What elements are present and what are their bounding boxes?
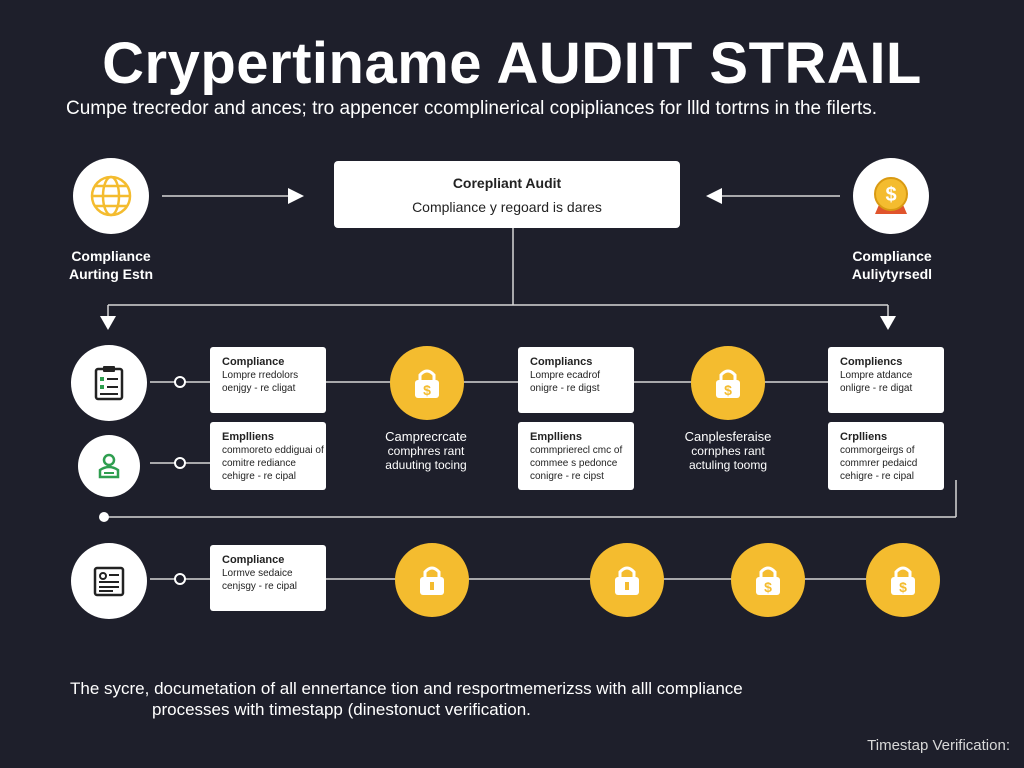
svg-text:$: $ bbox=[423, 382, 431, 398]
top-left-label-line2: Aurting Estn bbox=[69, 266, 153, 282]
dollar-lock-icon: $ bbox=[756, 566, 780, 595]
process-label-title: Canplesferaise bbox=[684, 429, 772, 444]
card-line: oenjgy - re cligat bbox=[222, 383, 296, 394]
card-line: Lompre atdance bbox=[840, 370, 913, 381]
process-label-title: Camprecrcate bbox=[385, 429, 467, 444]
card-title: Compliance bbox=[222, 554, 285, 566]
footer-line1: The sycre, documetation of all ennertanc… bbox=[70, 679, 743, 698]
top-left-label: Compliance Aurting Estn bbox=[55, 247, 167, 283]
lock-icon-badge bbox=[395, 543, 469, 617]
process-label: Camprecrcate comphres rant aduuting toci… bbox=[356, 429, 496, 473]
card-line: commorgeirgs of bbox=[840, 445, 915, 456]
card-title: Compliance bbox=[222, 356, 285, 368]
process-label-line: aduuting tocing bbox=[385, 458, 467, 472]
compliant-audit-title: Corepliant Audit bbox=[452, 175, 562, 191]
dollar-lock-icon-badge: $ bbox=[390, 346, 464, 420]
top-right-label: Compliance Auliytyrsedl bbox=[836, 247, 948, 283]
lock-icon bbox=[420, 566, 444, 595]
coin-icon-badge: $ bbox=[853, 158, 929, 234]
page-title: Crypertiname AUDIIT STRAIL bbox=[102, 31, 922, 96]
card-title: Emplliens bbox=[530, 431, 582, 443]
card-line: cehigre - re cipal bbox=[840, 471, 914, 482]
process-label-line: actuling toomg bbox=[688, 458, 768, 472]
card-line: cehigre - re cipal bbox=[222, 471, 296, 482]
globe-icon bbox=[90, 175, 132, 217]
dollar-lock-icon-badge: $ bbox=[731, 543, 805, 617]
compliance-card[interactable]: Emplliens commoreto eddiguai of comitre … bbox=[210, 422, 326, 490]
svg-text:$: $ bbox=[899, 579, 907, 595]
svg-text:$: $ bbox=[885, 184, 896, 206]
process-label-line: comphres rant bbox=[387, 444, 465, 458]
card-line: cenjsgy - re cipal bbox=[222, 581, 298, 592]
card-line: Lormve sedaice bbox=[222, 568, 293, 579]
card-line: commoreto eddiguai of bbox=[222, 445, 324, 456]
top-right-label-line1: Compliance bbox=[852, 248, 932, 264]
auditor-icon-badge bbox=[78, 435, 140, 497]
document-icon bbox=[93, 566, 125, 597]
card-line: Lompre rredolors bbox=[222, 370, 299, 381]
dollar-lock-icon: $ bbox=[891, 566, 915, 595]
svg-text:$: $ bbox=[764, 579, 772, 595]
compliance-card[interactable]: Emplliens commprierecl cmc of commee s p… bbox=[518, 422, 634, 490]
compliance-card[interactable]: Compliancs Lompre ecadrof onigre - re di… bbox=[518, 347, 634, 413]
compliance-card[interactable]: Compliance Lormve sedaice cenjsgy - re c… bbox=[210, 545, 326, 611]
card-line: commee s pedonce bbox=[530, 458, 618, 469]
process-label: Canplesferaise cornphes rant actuling to… bbox=[658, 429, 798, 473]
clipboard-icon-badge bbox=[71, 345, 147, 421]
footer-description: The sycre, documetation of all ennertanc… bbox=[0, 678, 880, 720]
top-right-label-line2: Auliytyrsedl bbox=[851, 266, 933, 282]
card-title: Compliancs bbox=[530, 356, 593, 368]
dollar-lock-icon: $ bbox=[415, 369, 439, 398]
card-line: Lompre ecadrof bbox=[530, 370, 601, 381]
document-icon-badge bbox=[71, 543, 147, 619]
page-subtitle: Cumpe trecredor and ances; tro appencer … bbox=[66, 98, 878, 119]
auditor-icon bbox=[98, 453, 120, 479]
card-line: commrer pedaicd bbox=[840, 458, 918, 469]
card-line: conigre - re cipst bbox=[530, 471, 604, 482]
card-line: commprierecl cmc of bbox=[530, 445, 623, 456]
compliance-card[interactable]: Compliance Lompre rredolors oenjgy - re … bbox=[210, 347, 326, 413]
timestamp-verification-label: Timestap Verification: bbox=[867, 737, 1010, 754]
card-line: onligre - re digat bbox=[840, 383, 913, 394]
lock-icon-badge bbox=[590, 543, 664, 617]
compliant-audit-box[interactable]: Corepliant Audit Compliance y regoard is… bbox=[334, 161, 680, 228]
compliance-card[interactable]: Compliencs Lompre atdance onligre - re d… bbox=[828, 347, 944, 413]
card-line: comitre rediance bbox=[222, 458, 296, 469]
clipboard-icon bbox=[94, 366, 124, 401]
svg-text:$: $ bbox=[724, 382, 732, 398]
dollar-coin-icon: $ bbox=[874, 177, 908, 214]
footer-line2: processes with timestapp (dinestonuct ve… bbox=[152, 700, 531, 719]
globe-icon-badge bbox=[73, 158, 149, 234]
card-line: onigre - re digst bbox=[530, 383, 600, 394]
compliant-audit-text: Compliance y regoard is dares bbox=[412, 199, 602, 215]
dollar-lock-icon-badge: $ bbox=[691, 346, 765, 420]
dollar-lock-icon: $ bbox=[716, 369, 740, 398]
card-title: Compliencs bbox=[840, 356, 903, 368]
lock-icon bbox=[615, 566, 639, 595]
top-left-label-line1: Compliance bbox=[71, 248, 151, 264]
card-title: Emplliens bbox=[222, 431, 274, 443]
dollar-lock-icon-badge: $ bbox=[866, 543, 940, 617]
compliance-card[interactable]: Crplliens commorgeirgs of commrer pedaic… bbox=[828, 422, 944, 490]
process-label-line: cornphes rant bbox=[691, 444, 765, 458]
card-title: Crplliens bbox=[840, 431, 888, 443]
